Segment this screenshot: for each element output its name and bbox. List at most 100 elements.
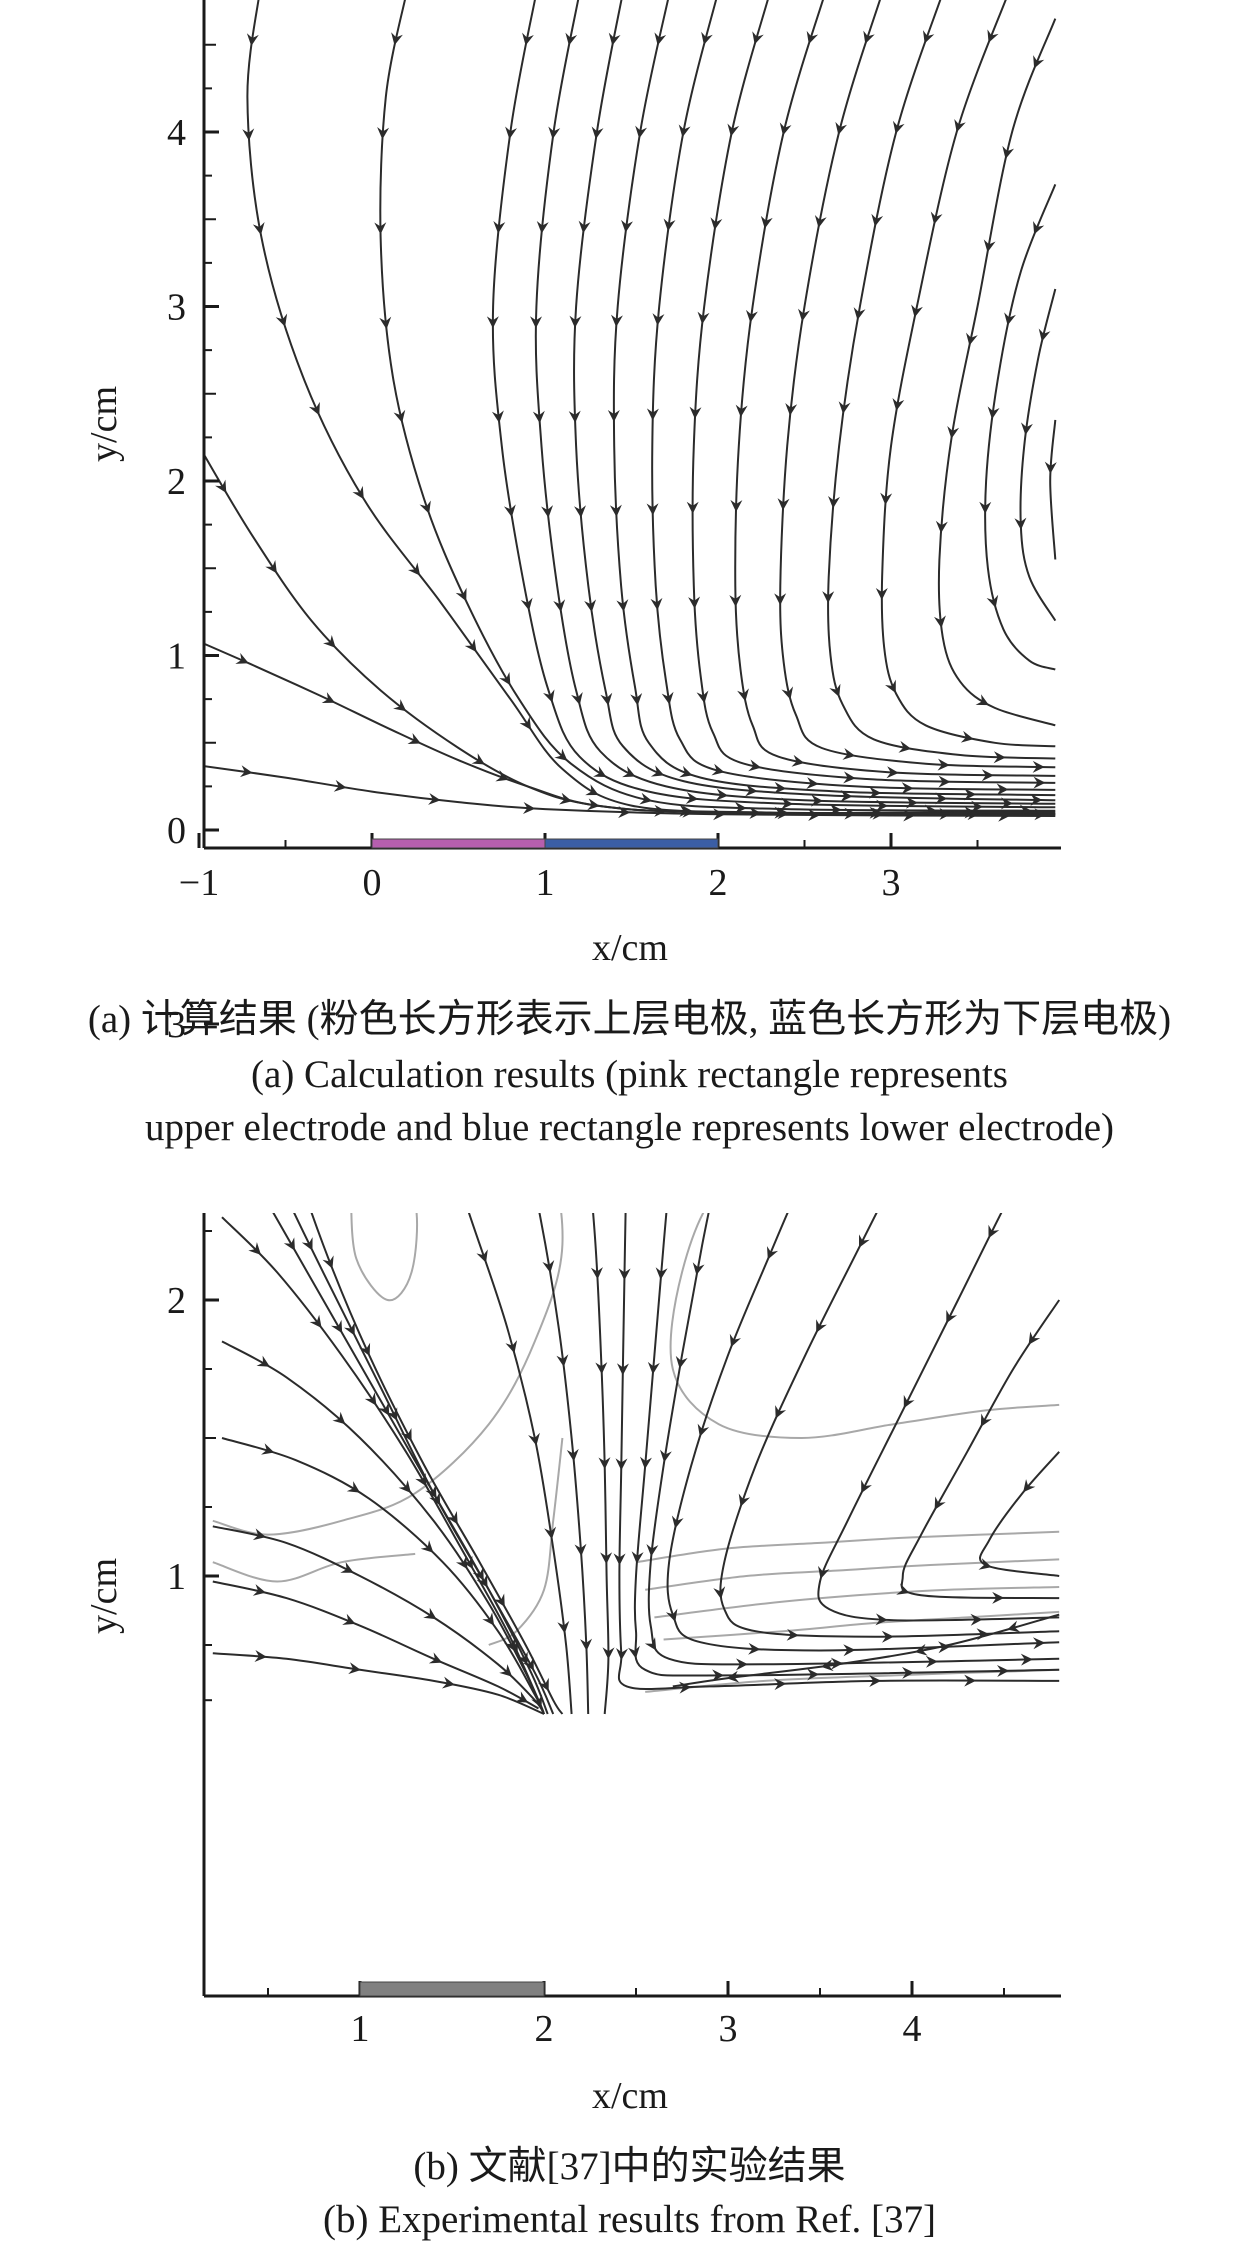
panel-a-axes <box>197 0 1061 850</box>
streamline-arrow <box>901 782 914 795</box>
streamline <box>900 1299 1061 1600</box>
streamline-arrow <box>530 316 543 329</box>
streamline-arrow <box>685 792 699 804</box>
streamline-arrow <box>748 759 762 772</box>
streamline-arrow <box>608 32 621 46</box>
streamline-arrow <box>1020 1653 1033 1666</box>
streamline-arrow <box>646 1543 659 1557</box>
streamline-arrow <box>520 597 533 611</box>
streamline-arrow <box>709 1169 723 1183</box>
streamline <box>221 1340 545 1715</box>
streamline-arrow <box>838 401 851 414</box>
streamline-arrow <box>987 29 999 43</box>
streamline-arrow <box>471 753 485 765</box>
streamline-arrow <box>650 765 665 777</box>
streamline <box>647 1213 1060 1666</box>
streamline-arrow <box>1032 1637 1046 1650</box>
streamline-arrow <box>671 1515 684 1529</box>
streamline-arrow <box>616 599 629 612</box>
streamline-arrow <box>407 562 421 576</box>
streamline-arrow <box>593 766 607 778</box>
streamline <box>880 0 1056 748</box>
streamline-arrow <box>791 754 805 767</box>
streamline-arrow <box>541 505 554 518</box>
streamline-arrow <box>1033 220 1045 235</box>
streamline-arrow <box>934 615 946 628</box>
x-tick-label: 2 <box>709 862 728 904</box>
streamline-arrow <box>415 1472 427 1487</box>
streamline-arrow <box>729 594 742 607</box>
streamline-arrow <box>616 1647 628 1661</box>
y-tick-label: 2 <box>167 1280 186 1322</box>
streamline-arrow <box>522 801 536 814</box>
contour-line <box>212 1213 564 1536</box>
streamline-arrow <box>557 1620 570 1634</box>
streamline-arrow <box>639 1456 652 1470</box>
streamline-arrow <box>1030 793 1043 806</box>
streamline-arrow <box>779 122 792 136</box>
streamline-arrow <box>896 1150 912 1166</box>
streamline <box>734 0 1056 777</box>
streamline <box>666 1213 1060 1652</box>
streamline-arrow <box>486 316 499 329</box>
streamline-arrow <box>979 501 992 514</box>
streamline-arrow <box>727 123 740 137</box>
streamline-arrow <box>983 239 996 253</box>
streamline-arrow <box>428 792 441 805</box>
x-tick-label: −1 <box>179 862 219 904</box>
streamline-arrow <box>914 1643 928 1656</box>
streamline-arrow <box>875 588 888 600</box>
streamline <box>379 0 1056 812</box>
streamline-arrow <box>613 1553 626 1566</box>
streamline-arrow <box>978 1558 992 1570</box>
streamline-arrow <box>332 1411 346 1425</box>
streamline-arrow <box>975 694 989 706</box>
streamline-arrow <box>816 1319 827 1333</box>
streamline-arrow <box>1021 422 1033 436</box>
streamline-arrow <box>248 1242 261 1255</box>
streamline-arrow <box>419 500 431 514</box>
panel-b-contours <box>212 1213 1060 1693</box>
streamline-arrow <box>323 635 336 648</box>
streamline-arrow <box>798 308 810 322</box>
streamline-arrow <box>745 784 758 797</box>
streamline-arrow <box>741 982 755 996</box>
y-tick-label: 1 <box>167 636 186 678</box>
contour-line <box>654 1586 1060 1619</box>
streamline-arrow <box>998 809 1011 822</box>
caption-b-chinese: (b) 文献[37]中的实验结果 <box>413 2145 846 2188</box>
streamline <box>984 184 1057 671</box>
streamline-arrow <box>730 499 743 512</box>
streamline-arrow <box>504 1637 516 1652</box>
streamline-arrow <box>981 769 994 782</box>
streamline-arrow <box>532 410 545 424</box>
streamline-arrow <box>528 1432 540 1446</box>
streamline-arrow <box>808 809 821 822</box>
streamline-arrow <box>925 1655 938 1668</box>
streamline-arrow <box>678 124 691 138</box>
streamline <box>1019 288 1057 622</box>
streamline <box>246 0 1056 815</box>
streamline-arrow <box>346 1481 361 1493</box>
streamline <box>204 765 1056 817</box>
panel-b-electrodes <box>359 1981 545 1997</box>
contour-line <box>669 1213 1060 1440</box>
streamline-arrow <box>726 1670 740 1683</box>
contour-line <box>645 1558 1060 1591</box>
streamline-arrow <box>937 758 950 771</box>
streamline-arrow <box>393 409 406 423</box>
streamline-arrow <box>946 1309 958 1324</box>
streamline-arrow <box>1023 1479 1036 1493</box>
streamline-arrow <box>571 691 583 706</box>
streamline-arrow <box>654 32 667 46</box>
panel-b-streamlines <box>212 979 1061 1715</box>
streamline-arrow <box>862 979 877 994</box>
streamline-arrow <box>359 1342 371 1357</box>
streamline-arrow <box>499 671 511 686</box>
streamline-arrow <box>587 798 600 811</box>
streamline-arrow <box>674 983 687 996</box>
streamline-arrow <box>446 1159 461 1174</box>
streamline-arrow <box>748 1642 761 1655</box>
